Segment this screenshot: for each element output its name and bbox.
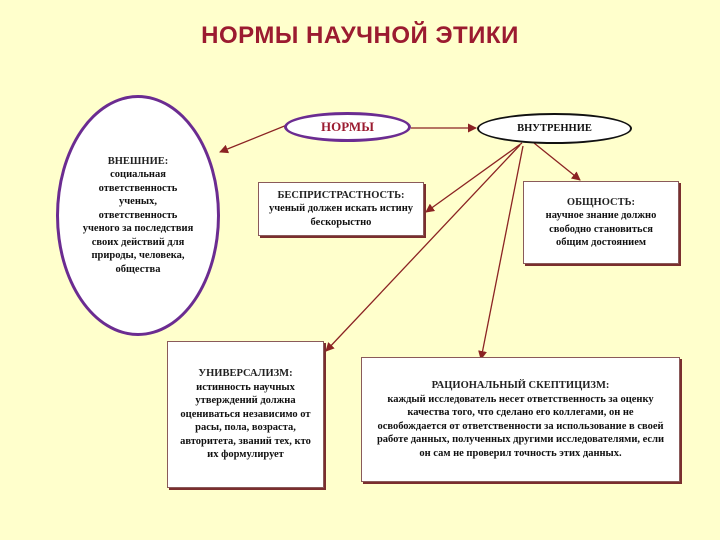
communality-text: научное знание должно свободно становить… [545, 210, 657, 248]
norms-node: НОРМЫ [284, 112, 411, 142]
arrow-internal-to-skepticism [478, 145, 524, 360]
norms-label: НОРМЫ [321, 119, 374, 135]
arrow-internal-to-universalism [325, 144, 521, 352]
internal-norms-node: ВНУТРЕННИЕ [477, 113, 632, 144]
arrow-internal-to-disinterestedness [425, 142, 523, 213]
arrow-internal-to-communality [533, 142, 581, 181]
external-norms-heading: ВНЕШНИЕ: [107, 155, 169, 167]
universalism-heading: УНИВЕРСАЛИЗМ: [198, 368, 293, 380]
communality-heading: ОБЩНОСТЬ: [566, 196, 636, 208]
page-title: НОРМЫ НАУЧНОЙ ЭТИКИ [201, 22, 519, 49]
communality-box: ОБЩНОСТЬ: научное знание должно свободно… [523, 181, 679, 264]
disinterestedness-box: БЕСПРИСТРАСТНОСТЬ: ученый должен искать … [258, 182, 424, 236]
disinterestedness-heading: БЕСПРИСТРАСТНОСТЬ: [277, 189, 405, 201]
universalism-box: УНИВЕРСАЛИЗМ: истинность научных утвержд… [167, 341, 324, 488]
disinterestedness-text: ученый должен искать истину бескорыстно [268, 203, 413, 228]
skepticism-text: каждый исследователь несет ответственнос… [376, 393, 665, 459]
skepticism-box: РАЦИОНАЛЬНЫЙ СКЕПТИЦИЗМ: каждый исследов… [361, 357, 680, 482]
internal-norms-label: ВНУТРЕННИЕ [517, 122, 592, 134]
universalism-text: истинность научных утверждений должна оц… [180, 381, 311, 461]
external-norms-text: социальная ответственность ученых, ответ… [82, 169, 194, 275]
arrow-norms-to-external [219, 124, 288, 154]
skepticism-heading: РАЦИОНАЛЬНЫЙ СКЕПТИЦИЗМ: [431, 380, 610, 391]
external-norms-node: ВНЕШНИЕ: социальная ответственность учен… [56, 95, 220, 336]
